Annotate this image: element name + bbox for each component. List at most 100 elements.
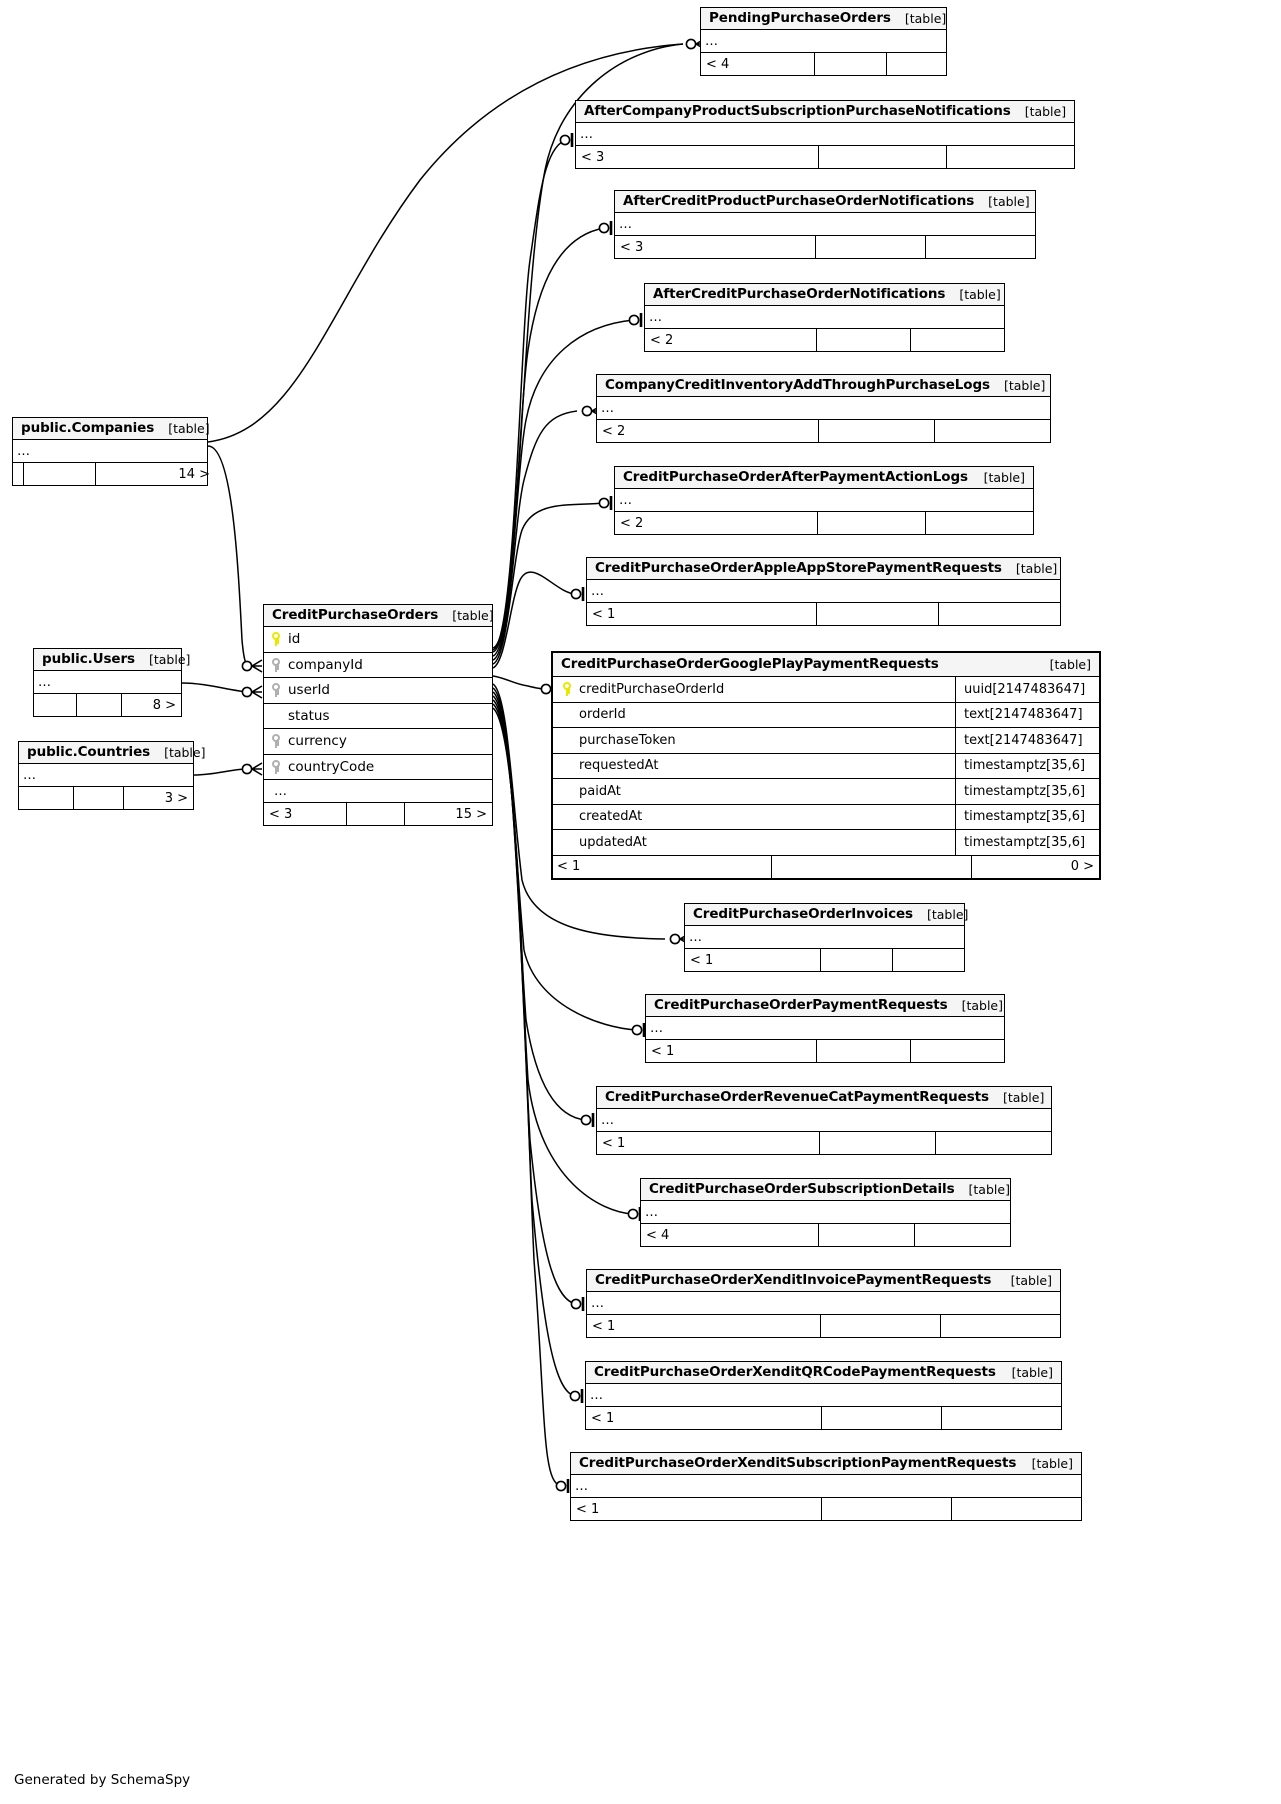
columns-collapsed: … (597, 1109, 1051, 1132)
table-node-creditpurchaseorderxenditsubscriptionpaymentrequests[interactable]: CreditPurchaseOrderXenditSubscriptionPay… (570, 1452, 1082, 1521)
column-type: text[2147483647] (955, 702, 1099, 727)
table-node-creditpurchaseorderxenditinvoicepaymentrequests[interactable]: CreditPurchaseOrderXenditInvoicePaymentR… (586, 1269, 1061, 1338)
footer-incoming: < 3 (269, 806, 293, 822)
column-row-paidat: paidAt timestamptz[35,6] (553, 779, 1099, 805)
footer-outgoing: 8 > (121, 694, 181, 716)
table-node-aftercreditproductpurchaseordernotifications[interactable]: AfterCreditProductPurchaseOrderNotificat… (614, 190, 1036, 259)
footer-middle (814, 53, 886, 75)
footer-middle (820, 949, 892, 971)
table-tag: [table] (983, 469, 1025, 485)
table-node-creditpurchaseordersubscriptiondetails[interactable]: CreditPurchaseOrderSubscriptionDetails [… (640, 1178, 1011, 1247)
column-label: requestedAt (579, 758, 659, 774)
table-node-creditpurchaseorderxenditqrcodepaymentrequests[interactable]: CreditPurchaseOrderXenditQRCodePaymentRe… (585, 1361, 1062, 1430)
table-node-creditpurchaseorderinvoices[interactable]: CreditPurchaseOrderInvoices [table] … < … (684, 903, 968, 972)
column-name: updatedAt (553, 835, 955, 850)
no-key-icon (563, 810, 572, 824)
table-header: CreditPurchaseOrderAfterPaymentActionLog… (615, 467, 1033, 489)
column-row-companyid: companyId (264, 652, 492, 678)
table-tag: [table] (1015, 560, 1058, 576)
columns-collapsed: … (264, 780, 492, 803)
columns-collapsed: … (615, 213, 1035, 236)
table-name: CompanyCreditInventoryAddThroughPurchase… (605, 377, 990, 393)
table-header: CreditPurchaseOrderInvoices [table] (685, 904, 968, 926)
table-name: CreditPurchaseOrderGooglePlayPaymentRequ… (561, 656, 939, 672)
footer-middle (816, 603, 938, 625)
table-node-creditpurchaseorderrevenuecatpaymentrequests[interactable]: CreditPurchaseOrderRevenueCatPaymentRequ… (596, 1086, 1052, 1155)
column-label: currency (288, 733, 347, 750)
table-tag: [table] (1010, 1272, 1052, 1288)
footer-middle (817, 512, 925, 534)
table-node-public-companies[interactable]: public.Companies [table] … 14 > (12, 417, 210, 486)
table-name: public.Countries (27, 744, 151, 760)
table-tag: [table] (1003, 377, 1046, 393)
table-footer: < 1 (587, 1315, 1060, 1337)
footer-outgoing (910, 329, 1004, 351)
footer-outgoing (925, 236, 1035, 258)
table-node-aftercompanyproductsubscriptionpurchasenotifications[interactable]: AfterCompanyProductSubscriptionPurchaseN… (575, 100, 1075, 169)
primary-key-icon (272, 632, 281, 647)
table-footer: < 3 (576, 146, 1074, 168)
table-name: public.Users (42, 651, 135, 667)
footer-incoming: < 1 (602, 1135, 626, 1151)
table-header: CreditPurchaseOrderPaymentRequests [tabl… (646, 995, 1004, 1017)
column-name: createdAt (553, 809, 955, 824)
column-name: creditPurchaseOrderId (553, 682, 955, 697)
table-header: CreditPurchaseOrderGooglePlayPaymentRequ… (553, 653, 1099, 677)
footer-incoming: < 4 (706, 56, 730, 72)
table-name: CreditPurchaseOrders (272, 607, 439, 623)
footer-incoming (34, 694, 76, 716)
columns-collapsed: … (641, 1201, 1010, 1224)
foreign-key-icon (272, 759, 281, 774)
table-node-public-countries[interactable]: public.Countries [table] … 3 > (18, 741, 205, 810)
column-row-orderid: orderId text[2147483647] (553, 702, 1099, 728)
footer-incoming: < 2 (650, 332, 674, 348)
table-footer: < 4 (641, 1224, 1010, 1246)
table-node-aftercreditpurchaseordernotifications[interactable]: AfterCreditPurchaseOrderNotifications [t… (644, 283, 1005, 352)
table-node-creditpurchaseorderappleappstorepaymentrequests[interactable]: CreditPurchaseOrderAppleAppStorePaymentR… (586, 557, 1061, 626)
table-header: CreditPurchaseOrderSubscriptionDetails [… (641, 1179, 1010, 1201)
column-name: purchaseToken (553, 733, 955, 748)
footer-incoming (13, 463, 23, 485)
no-key-icon (563, 733, 572, 747)
table-header: public.Companies [table] (13, 418, 210, 440)
column-name: status (264, 708, 492, 724)
table-node-creditpurchaseorders[interactable]: CreditPurchaseOrders [table] id companyI… (263, 604, 494, 826)
table-node-creditpurchaseorderafterpaymentactionlogs[interactable]: CreditPurchaseOrderAfterPaymentActionLog… (614, 466, 1034, 535)
table-footer: < 1 (571, 1498, 1081, 1520)
column-name: orderId (553, 707, 955, 722)
table-name: CreditPurchaseOrderXenditSubscriptionPay… (579, 1455, 1017, 1471)
table-header: CreditPurchaseOrderRevenueCatPaymentRequ… (597, 1087, 1051, 1109)
no-key-icon (563, 708, 572, 722)
footer-incoming: < 1 (592, 606, 616, 622)
footer-middle (76, 694, 121, 716)
footer-incoming: < 2 (620, 515, 644, 531)
column-row-updatedat: updatedAt timestamptz[35,6] (553, 830, 1099, 856)
column-label: updatedAt (579, 834, 647, 850)
table-node-public-users[interactable]: public.Users [table] … 8 > (33, 648, 190, 717)
table-header: CreditPurchaseOrderXenditSubscriptionPay… (571, 1453, 1081, 1475)
footer-middle (821, 1407, 941, 1429)
table-name: CreditPurchaseOrderSubscriptionDetails (649, 1181, 955, 1197)
table-node-companycreditinventoryaddthroughpurchaselogs[interactable]: CompanyCreditInventoryAddThroughPurchase… (596, 374, 1051, 443)
column-label: purchaseToken (579, 732, 676, 748)
table-header: AfterCreditPurchaseOrderNotifications [t… (645, 284, 1004, 306)
column-type: uuid[2147483647] (955, 677, 1099, 702)
footer-outgoing (914, 1224, 1010, 1246)
column-row-purchasetoken: purchaseToken text[2147483647] (553, 728, 1099, 754)
table-node-creditpurchaseordergoogleplaypaymentrequests[interactable]: CreditPurchaseOrderGooglePlayPaymentRequ… (551, 651, 1101, 880)
table-header: PendingPurchaseOrders [table] (701, 8, 946, 30)
column-name: userId (264, 682, 492, 698)
table-node-pendingpurchaseorders[interactable]: PendingPurchaseOrders [table] … < 4 (700, 7, 947, 76)
table-name: CreditPurchaseOrderXenditQRCodePaymentRe… (594, 1364, 996, 1380)
table-node-creditpurchaseorderpaymentrequests[interactable]: CreditPurchaseOrderPaymentRequests [tabl… (645, 994, 1005, 1063)
footer-middle (346, 803, 404, 825)
column-label: status (288, 707, 330, 724)
footer-middle (818, 1224, 914, 1246)
columns-collapsed: … (685, 926, 964, 949)
table-name: CreditPurchaseOrderAfterPaymentActionLog… (623, 469, 968, 485)
column-row-countrycode: countryCode (264, 754, 492, 780)
table-header: AfterCreditProductPurchaseOrderNotificat… (615, 191, 1035, 213)
table-tag: [table] (904, 10, 947, 26)
column-name: companyId (264, 657, 492, 673)
footer-incoming: < 1 (576, 1501, 600, 1517)
